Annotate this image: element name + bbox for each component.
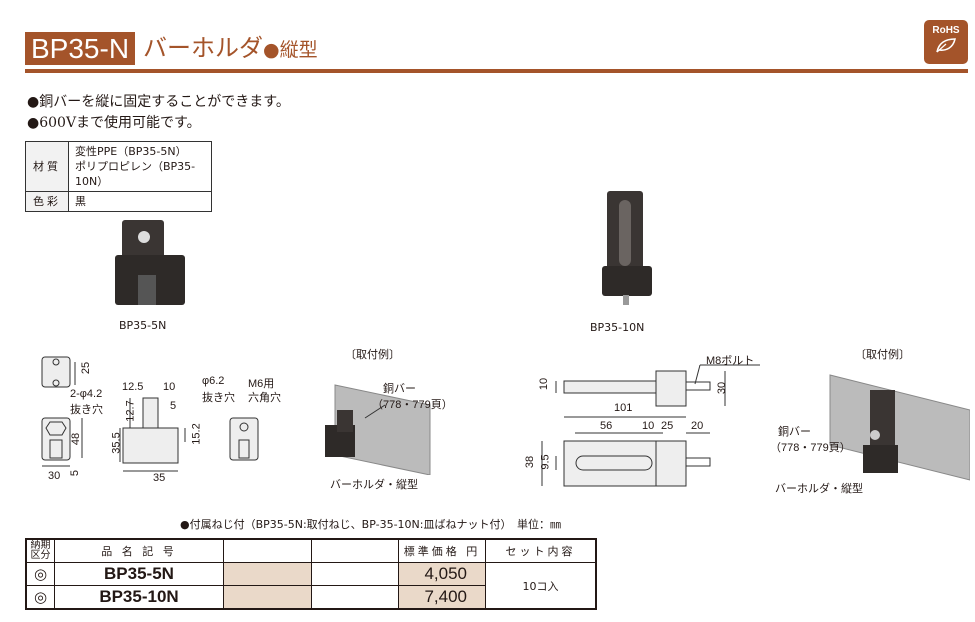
page-title: バーホルダ●縦型 — [143, 32, 318, 67]
dim-5b: 5 — [170, 400, 177, 412]
photo-bp35-10n — [602, 191, 652, 305]
price-header-row: 納期区分 品 名 記 号 標準価格 円 セット内容 — [25, 538, 597, 563]
delivery-mark: ◎ — [25, 562, 55, 586]
feature-2: ●600Vまで使用可能です。 — [27, 115, 201, 131]
dim-12-5: 12.5 — [122, 381, 144, 393]
example-bar-ref-5n: （778・779頁） — [372, 399, 453, 411]
feature-1: ●銅バーを縦に固定することができます。 — [27, 94, 290, 110]
product-name: BP35-5N — [54, 562, 224, 586]
spec-row: 材質変性PPE（BP35-5N） ポリプロピレン（BP35-10N） — [25, 141, 212, 192]
rohs-label: RoHS — [932, 25, 960, 36]
spec-label: 色彩 — [25, 191, 69, 212]
rohs-badge: RoHS — [924, 20, 968, 64]
dim-25: 25 — [661, 420, 674, 432]
dim-15-2: 15.2 — [190, 423, 203, 445]
title-text: バーホルダ — [143, 34, 263, 62]
photo-caption-bp35-5n: BP35-5N — [119, 319, 167, 332]
product-price: 4,050 — [398, 562, 486, 586]
dim-phi6-2: φ6.2 — [202, 375, 225, 387]
dim-5: 5 — [69, 469, 82, 477]
spec-table: 材質変性PPE（BP35-5N） ポリプロピレン（BP35-10N） 色彩黒 — [25, 141, 212, 212]
example-bar-10n: 銅バー — [778, 426, 811, 438]
spec-row: 色彩黒 — [25, 191, 212, 212]
dim-10n-30: 30 — [716, 381, 729, 395]
dim-10n-10: 10 — [538, 377, 551, 391]
example-title-5n: 〔取付例〕 — [345, 349, 400, 361]
dim-9-5: 9.5 — [539, 454, 552, 470]
dim-56: 56 — [600, 420, 613, 432]
dim-101: 101 — [614, 402, 633, 414]
photo-caption-bp35-10n: BP35-10N — [590, 321, 645, 334]
dim-hole: 2-φ4.2 — [70, 388, 103, 400]
blank-cell — [223, 585, 312, 610]
product-name: BP35-10N — [54, 585, 224, 610]
header-delivery: 納期区分 — [25, 538, 55, 563]
blank-cell — [223, 562, 312, 586]
price-table: 納期区分 品 名 記 号 標準価格 円 セット内容 ◎ BP35-5N 4,05… — [25, 538, 597, 610]
example-bar-ref-10n: （778・779頁） — [770, 442, 851, 454]
delivery-mark: ◎ — [25, 585, 55, 610]
dim-30: 30 — [48, 470, 61, 482]
dim-35-5: 35.5 — [110, 432, 123, 454]
dim-through-hole: 抜き穴 — [202, 392, 235, 404]
header-set: セット内容 — [485, 538, 597, 563]
example-holder-10n: バーホルダ・縦型 — [775, 483, 863, 495]
leaf-icon — [936, 38, 956, 53]
blank-cell — [311, 585, 399, 610]
spec-value: 黒 — [68, 191, 212, 212]
dim-48: 48 — [70, 432, 83, 446]
set-content: 10コ入 — [485, 562, 597, 610]
product-price: 7,400 — [398, 585, 486, 610]
spec-line: ポリプロピレン（BP35-10N） — [75, 160, 196, 188]
header-price: 標準価格 円 — [398, 538, 486, 563]
title-subtitle: ●縦型 — [263, 39, 318, 61]
blank-cell — [311, 562, 399, 586]
spec-value: 変性PPE（BP35-5N） ポリプロピレン（BP35-10N） — [68, 141, 212, 192]
dim-m6: M6用 — [248, 378, 275, 390]
header-rule — [25, 69, 968, 73]
dim-38: 38 — [524, 455, 537, 469]
spec-line: 変性PPE（BP35-5N） — [75, 145, 187, 158]
drawing-bp35-10n — [541, 364, 760, 487]
dim-12-7: 12.7 — [124, 400, 137, 422]
header-name: 品 名 記 号 — [54, 538, 224, 563]
dim-10: 10 — [163, 381, 176, 393]
dim-35: 35 — [153, 472, 166, 484]
accessory-note: ●付属ねじ付（BP35-5N:取付ねじ、BP-35-10N:皿ばねナット付） 単… — [180, 518, 561, 531]
dim-hole-note: 抜き穴 — [70, 404, 103, 416]
drawing-bp35-5n — [41, 356, 259, 472]
model-badge: BP35-N — [25, 32, 136, 65]
table-row: ◎ BP35-5N 4,050 10コ入 — [25, 562, 597, 610]
example-holder-5n: バーホルダ・縦型 — [330, 479, 418, 491]
photo-bp35-5n — [115, 220, 185, 305]
spec-label: 材質 — [25, 141, 69, 192]
header-blank-2 — [311, 538, 399, 563]
dim-20: 20 — [691, 420, 704, 432]
dim-hex-hole: 六角穴 — [248, 392, 281, 404]
example-title-10n: 〔取付例〕 — [855, 349, 910, 361]
example-illustration-10n — [829, 374, 970, 481]
table-row: ◎ BP35-10N 7,400 — [25, 585, 596, 610]
dim-10n-10b: 10 — [642, 420, 655, 432]
m8-bolt-label: M8ボルト — [706, 355, 755, 367]
example-bar-5n: 銅バー — [383, 383, 416, 395]
example-illustration-5n — [325, 384, 431, 475]
header-blank-1 — [223, 538, 312, 563]
dim-25: 25 — [80, 361, 93, 375]
